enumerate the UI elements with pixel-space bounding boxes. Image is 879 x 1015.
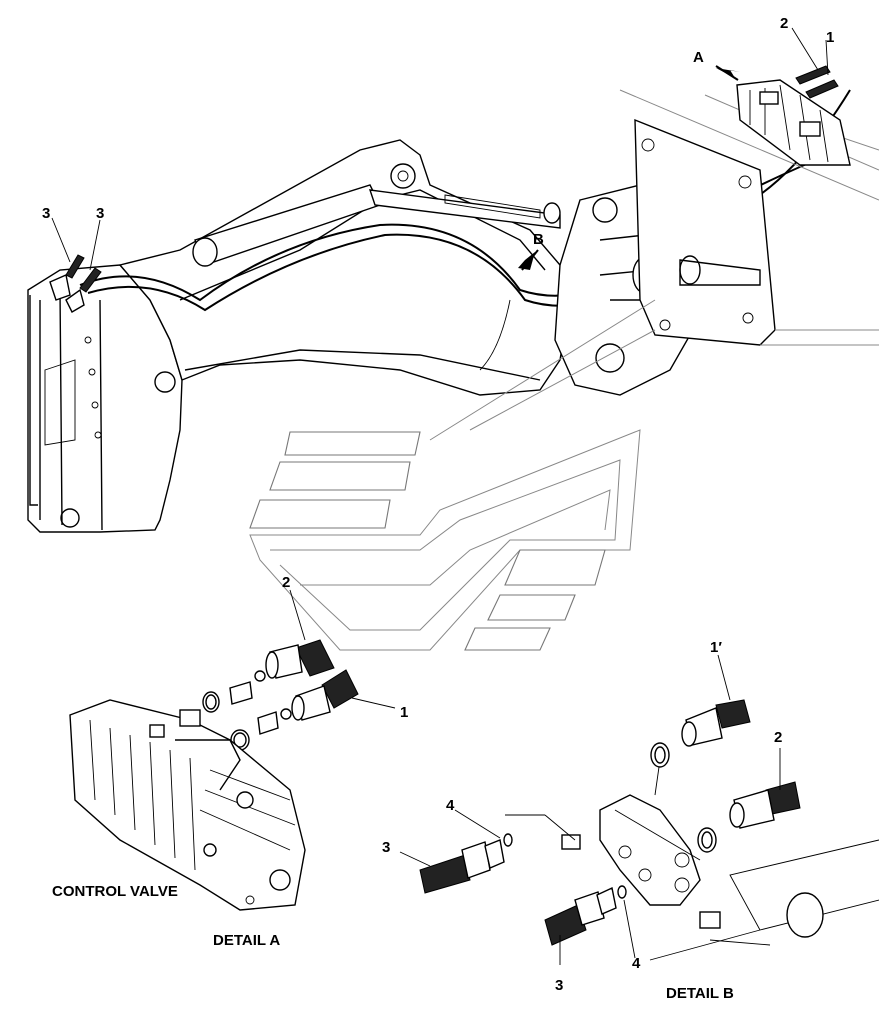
callout-labels: 2 1 A B 3 3 2 1 1′ 2 4 3 3 4 (42, 15, 834, 994)
view-label-a: A (693, 49, 704, 66)
callout-b-3a: 3 (382, 839, 390, 856)
callout-left-3a: 3 (42, 205, 50, 222)
captions: CONTROL VALVE DETAIL A DETAIL B (52, 883, 734, 1002)
detail-b-fittings (399, 654, 879, 965)
detail-a-fittings (69, 589, 396, 911)
callout-b-4a: 4 (446, 797, 455, 814)
callout-b-4b: 4 (632, 955, 641, 972)
boom-assembly (27, 27, 879, 533)
callout-mid-1: 1 (400, 704, 408, 721)
caption-detail-a: DETAIL A (213, 932, 280, 949)
caption-detail-b: DETAIL B (666, 985, 734, 1002)
callout-b-2: 2 (774, 729, 782, 746)
callout-top-2: 2 (780, 15, 788, 32)
callout-b-1prime: 1′ (710, 639, 722, 656)
caption-control-valve: CONTROL VALVE (52, 883, 178, 900)
view-transition-graphic (249, 299, 656, 651)
callout-mid-2: 2 (282, 574, 290, 591)
callout-left-3b: 3 (96, 205, 104, 222)
view-label-b: B (533, 231, 544, 248)
callout-top-1: 1 (826, 29, 834, 46)
callout-b-3b: 3 (555, 977, 563, 994)
